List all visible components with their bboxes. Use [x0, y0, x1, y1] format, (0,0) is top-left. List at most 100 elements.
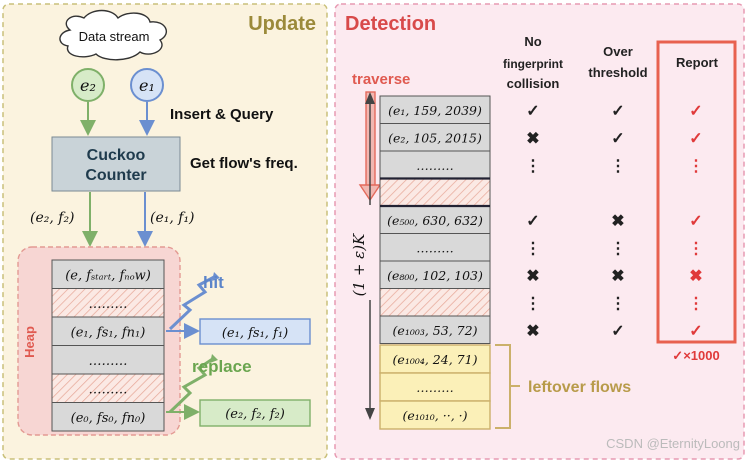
heap-row-text-0: (e, fₛₜₐᵣₜ, fₙₒw) [65, 268, 151, 283]
detection-row-2-mark-c2: ⋮ [610, 158, 626, 175]
heap-row-0 [51, 259, 165, 289]
data-stream-label: Data stream [79, 29, 150, 44]
detection-row-6-mark-c2: ✖ [611, 268, 624, 285]
detection-row-5 [379, 233, 491, 262]
heap-row-text-4: ……… [89, 382, 128, 397]
detection-row-8 [379, 315, 491, 344]
col2-header-line2: threshold [588, 65, 647, 80]
watermark: CSDN @EternityLoong [606, 436, 740, 451]
detection-row-0-mark-c3: ✓ [689, 103, 702, 120]
element-e1-label: e₁ [139, 76, 155, 95]
report-highlight-box [656, 40, 737, 344]
col1-header: No fingerprint collision [503, 34, 563, 91]
col2-header: Over threshold [588, 44, 647, 80]
detection-row-8-mark-c1: ✖ [526, 323, 539, 340]
col1-header-line1: No [524, 34, 541, 49]
label-e2f2: (e₂, f₂) [30, 210, 75, 226]
detection-row-7 [379, 288, 491, 317]
traverse-label: traverse [352, 71, 410, 88]
leftover-row-text-2: (e₁₀₁₀, ··, ·) [402, 408, 467, 423]
detection-row-4 [379, 205, 491, 234]
col1-header-line3: collision [507, 76, 560, 91]
detection-row-5-mark-c3: ⋮ [688, 240, 704, 257]
leftover-row-0 [379, 344, 491, 374]
heap-row-text-5: (e₀, fs₀, fn₀) [71, 411, 146, 426]
replace-result-text: (e₂, f₂, f₂) [225, 407, 285, 422]
hit-result-text: (e₁, fs₁, f₁) [222, 326, 288, 341]
detection-row-6 [379, 260, 491, 289]
detection-row-1-mark-c2: ✓ [611, 130, 624, 147]
hit-lightning-icon [168, 272, 220, 331]
detection-row-6-mark-c1: ✖ [526, 268, 539, 285]
detection-row-6-mark-c3: ✖ [689, 268, 702, 285]
hit-result-box [199, 318, 311, 345]
replace-result-box [199, 399, 311, 427]
heap-label: Heap [22, 326, 37, 358]
data-stream-cloud: Data stream [59, 9, 168, 61]
update-title: Update [248, 13, 316, 35]
detection-row-4-mark-c2: ✖ [611, 213, 624, 230]
get-freq-label: Get flow's freq. [190, 155, 298, 172]
heap-row-5 [51, 402, 165, 432]
detection-row-4-mark-c1: ✓ [526, 213, 539, 230]
detection-row-text-6: (e₈₀₀, 102, 103) [387, 268, 483, 283]
leftover-row-1 [379, 372, 491, 402]
col3-header: Report [676, 55, 719, 70]
detection-row-text-8: (e₁₀₀₃, 53, 72) [393, 323, 478, 338]
detection-row-7-mark-c3: ⋮ [688, 295, 704, 312]
report-count-label: ✓×1000 [672, 348, 719, 363]
detection-row-7-mark-c1: ⋮ [525, 295, 541, 312]
heap-row-2 [51, 316, 165, 346]
detection-row-2-mark-c3: ⋮ [688, 158, 704, 175]
detection-row-5-mark-c1: ⋮ [525, 240, 541, 257]
heap-row-1 [51, 288, 165, 318]
capacity-axis-label: (1 + ε)K [350, 233, 368, 296]
element-e1: e₁ [130, 68, 164, 102]
detection-row-text-0: (e₁, 159, 2039) [388, 103, 482, 118]
cuckoo-line2: Counter [85, 167, 146, 184]
detection-row-1 [379, 123, 491, 152]
label-e1f1: (e₁, f₁) [150, 210, 195, 226]
detection-row-1-mark-c3: ✓ [689, 130, 702, 147]
detection-row-text-5: ……… [416, 240, 454, 255]
leftover-row-text-1: ……… [416, 380, 454, 395]
leftover-label: leftover flows [528, 379, 631, 396]
hit-label: hit [203, 273, 224, 292]
heap-row-text-2: (e₁, fs₁, fn₁) [71, 325, 146, 340]
detection-panel: Detection No fingerprint collision Over … [334, 3, 745, 460]
detection-row-text-2: ……… [416, 158, 454, 173]
detection-row-1-mark-c1: ✖ [526, 130, 539, 147]
detection-row-3 [379, 178, 491, 207]
detection-row-8-mark-c2: ✓ [611, 323, 624, 340]
heap-row-3 [51, 345, 165, 375]
cuckoo-line1: Cuckoo [87, 147, 146, 164]
leftover-row-2 [379, 400, 491, 430]
heap-row-text-3: ……… [89, 354, 128, 369]
col2-header-line1: Over [603, 44, 633, 59]
detection-row-text-1: (e₂, 105, 2015) [388, 130, 482, 145]
leftover-row-text-0: (e₁₀₀₄, 24, 71) [393, 352, 478, 367]
update-panel: Update Data stream e₂ e₁ Insert & Query … [2, 3, 328, 460]
insert-query-label: Insert & Query [170, 106, 274, 123]
capacity-axis [365, 92, 375, 420]
detection-row-0-mark-c2: ✓ [611, 103, 624, 120]
detection-row-0 [379, 95, 491, 124]
detection-row-text-4: (e₅₀₀, 630, 632) [387, 213, 483, 228]
cuckoo-counter-box: Cuckoo Counter [51, 136, 181, 192]
heap-rows: (e, fₛₜₐᵣₜ, fₙₒw) ……… (e₁, fs₁, fn₁) ……… ………… [51, 259, 165, 432]
detection-title: Detection [345, 13, 436, 35]
replace-label: replace [192, 357, 252, 376]
detection-row-0-mark-c1: ✓ [526, 103, 539, 120]
detection-row-8-mark-c3: ✓ [689, 323, 702, 340]
element-e2: e₂ [71, 68, 105, 102]
detection-row-4-mark-c3: ✓ [689, 213, 702, 230]
detection-row-7-mark-c2: ⋮ [610, 295, 626, 312]
replace-lightning-icon [168, 354, 218, 414]
detection-row-2-mark-c1: ⋮ [525, 158, 541, 175]
heap-row-text-1: ……… [89, 297, 128, 312]
element-e2-label: e₂ [80, 76, 96, 95]
detection-rows: (e₁, 159, 2039) ✓ ✓ ✓ (e₂, 105, 2015) ✖ ✓ ✓ ……… ⋮… [379, 95, 704, 344]
leftover-rows: (e₁₀₀₄, 24, 71) ……… (e₁₀₁₀, ··, ·) [379, 344, 491, 430]
detection-row-5-mark-c2: ⋮ [610, 240, 626, 257]
